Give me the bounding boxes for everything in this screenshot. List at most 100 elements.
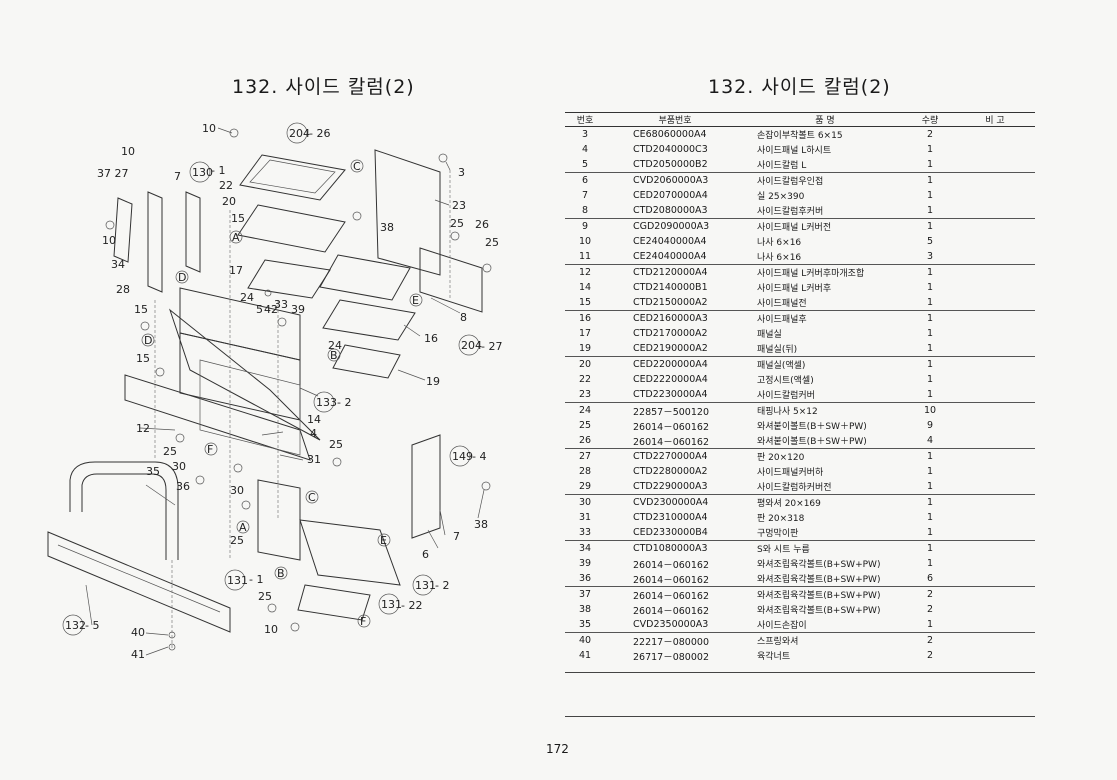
cell-qty: 1 bbox=[926, 267, 934, 278]
header-remark: 비 고 bbox=[955, 112, 1035, 127]
callout-label: 19 bbox=[426, 375, 440, 388]
cell-name: S와 시트 누름 bbox=[757, 545, 810, 555]
cell-name: 사이드패널 L커버후마개조합 bbox=[757, 269, 865, 279]
cell-no: 41 bbox=[578, 650, 592, 661]
cell-remark bbox=[955, 648, 1035, 663]
cell-part-no: CTD2150000A2 bbox=[605, 295, 745, 311]
cell-remark bbox=[955, 265, 1035, 281]
table-header-row: 번호 부품번호 품 명 수량 비 고 bbox=[565, 112, 1035, 127]
callout-label: 14 bbox=[307, 413, 321, 426]
cell-no: 5 bbox=[565, 157, 605, 173]
ref-markers: C A D E D B F C A E B F bbox=[141, 159, 423, 628]
cell-name: 사이드패널 L하시트 bbox=[757, 146, 832, 156]
callout-label: 12 bbox=[136, 422, 150, 435]
page-number: 172 bbox=[546, 742, 569, 756]
cell-qty: 1 bbox=[926, 512, 934, 523]
callout-label: 4 bbox=[310, 427, 317, 440]
cell-no: 6 bbox=[581, 175, 589, 186]
callout-label: - 2 bbox=[337, 396, 351, 409]
cell-remark bbox=[955, 433, 1035, 449]
cell-remark bbox=[955, 556, 1035, 571]
ref-marker-e-top: E bbox=[412, 294, 419, 307]
cell-name: 판 20×318 bbox=[757, 514, 805, 524]
cell-name: 육각너트 bbox=[757, 652, 791, 662]
ref-marker-c-low: C bbox=[308, 491, 316, 504]
cell-no: 19 bbox=[565, 341, 605, 357]
cell-part-no: CTD2120000A4 bbox=[633, 267, 708, 278]
cell-name: 나사 6×16 bbox=[745, 249, 905, 265]
callout-label: 31 bbox=[307, 453, 321, 466]
cell-remark bbox=[955, 525, 1035, 541]
callout-label: 10 bbox=[202, 122, 216, 135]
cell-no: 30 bbox=[578, 497, 592, 508]
cell-no: 24 bbox=[578, 405, 592, 416]
cell-name: 와셔조립육각볼트(B+SW+PW) bbox=[745, 571, 905, 587]
callout-label: 30 bbox=[172, 460, 186, 473]
cell-part-no: CTD2170000A2 bbox=[633, 328, 708, 339]
cell-part-no: CTD1080000A3 bbox=[633, 543, 708, 554]
table-footer-rule bbox=[565, 716, 1035, 717]
callout-label: - 1 bbox=[211, 164, 225, 177]
cell-remark bbox=[955, 142, 1035, 157]
callout-label: 30 bbox=[230, 484, 244, 497]
cell-name: 사이드패널후 bbox=[757, 315, 807, 325]
cell-part-no: CED2220000A4 bbox=[633, 374, 708, 385]
cell-qty: 1 bbox=[926, 190, 934, 201]
callout-label: 37 27 bbox=[97, 167, 129, 180]
header-no: 번호 bbox=[565, 112, 605, 127]
table-bottom-rule bbox=[565, 672, 1035, 673]
assembly-refs bbox=[62, 122, 480, 636]
cell-part-no: CTD2290000A3 bbox=[605, 479, 745, 495]
cell-part-no: CTD2080000A3 bbox=[605, 203, 745, 219]
cell-remark bbox=[955, 602, 1035, 617]
cell-no: 7 bbox=[581, 190, 589, 201]
callout-label: 20 bbox=[222, 195, 236, 208]
ref-marker-d-mid: D bbox=[144, 334, 152, 347]
callout-label: 149 bbox=[452, 450, 473, 463]
cell-qty: 1 bbox=[926, 374, 934, 385]
callout-label: 131 bbox=[415, 579, 436, 592]
cell-part-no: 22217－080000 bbox=[633, 636, 709, 648]
cell-no: 12 bbox=[578, 267, 592, 278]
callout-label: 35 bbox=[146, 465, 160, 478]
cell-name: 사이드패널커버하 bbox=[757, 468, 824, 478]
cell-name: 손잡이부착볼트 6×15 bbox=[757, 131, 843, 141]
cell-name: 사이드칼럼커버 bbox=[745, 387, 905, 403]
exploded-parts-diagram: C A D E D B F C A E B F 10 204 - 26 10 3… bbox=[47, 122, 502, 661]
cell-name: 실 25×390 bbox=[757, 192, 805, 202]
cell-part-no: CTD2040000C3 bbox=[633, 144, 708, 155]
cell-part-no: 26717－080002 bbox=[633, 651, 709, 663]
cell-qty: 1 bbox=[905, 617, 955, 633]
cell-qty: 2 bbox=[926, 650, 934, 661]
callout-label: 132 bbox=[65, 619, 86, 632]
ref-marker-e-low: E bbox=[380, 534, 387, 547]
cell-qty: 2 bbox=[926, 604, 934, 615]
cell-name: 와셔붙이볼트(B＋SW＋PW) bbox=[757, 422, 867, 432]
cell-no: 39 bbox=[578, 558, 592, 569]
cell-no: 3 bbox=[581, 129, 589, 140]
callout-label: 15 bbox=[134, 303, 148, 316]
cell-part-no: CTD2140000B1 bbox=[633, 282, 708, 293]
cell-qty: 2 bbox=[926, 589, 934, 600]
callout-label: 131 bbox=[227, 574, 248, 587]
callout-label: 15 bbox=[136, 352, 150, 365]
cell-qty: 1 bbox=[926, 558, 934, 569]
cell-qty: 3 bbox=[905, 249, 955, 265]
ref-marker-d-top: D bbox=[178, 271, 186, 284]
callout-label: 38 bbox=[474, 518, 488, 531]
header-qty: 수량 bbox=[905, 112, 955, 127]
cell-no: 40 bbox=[578, 635, 592, 646]
